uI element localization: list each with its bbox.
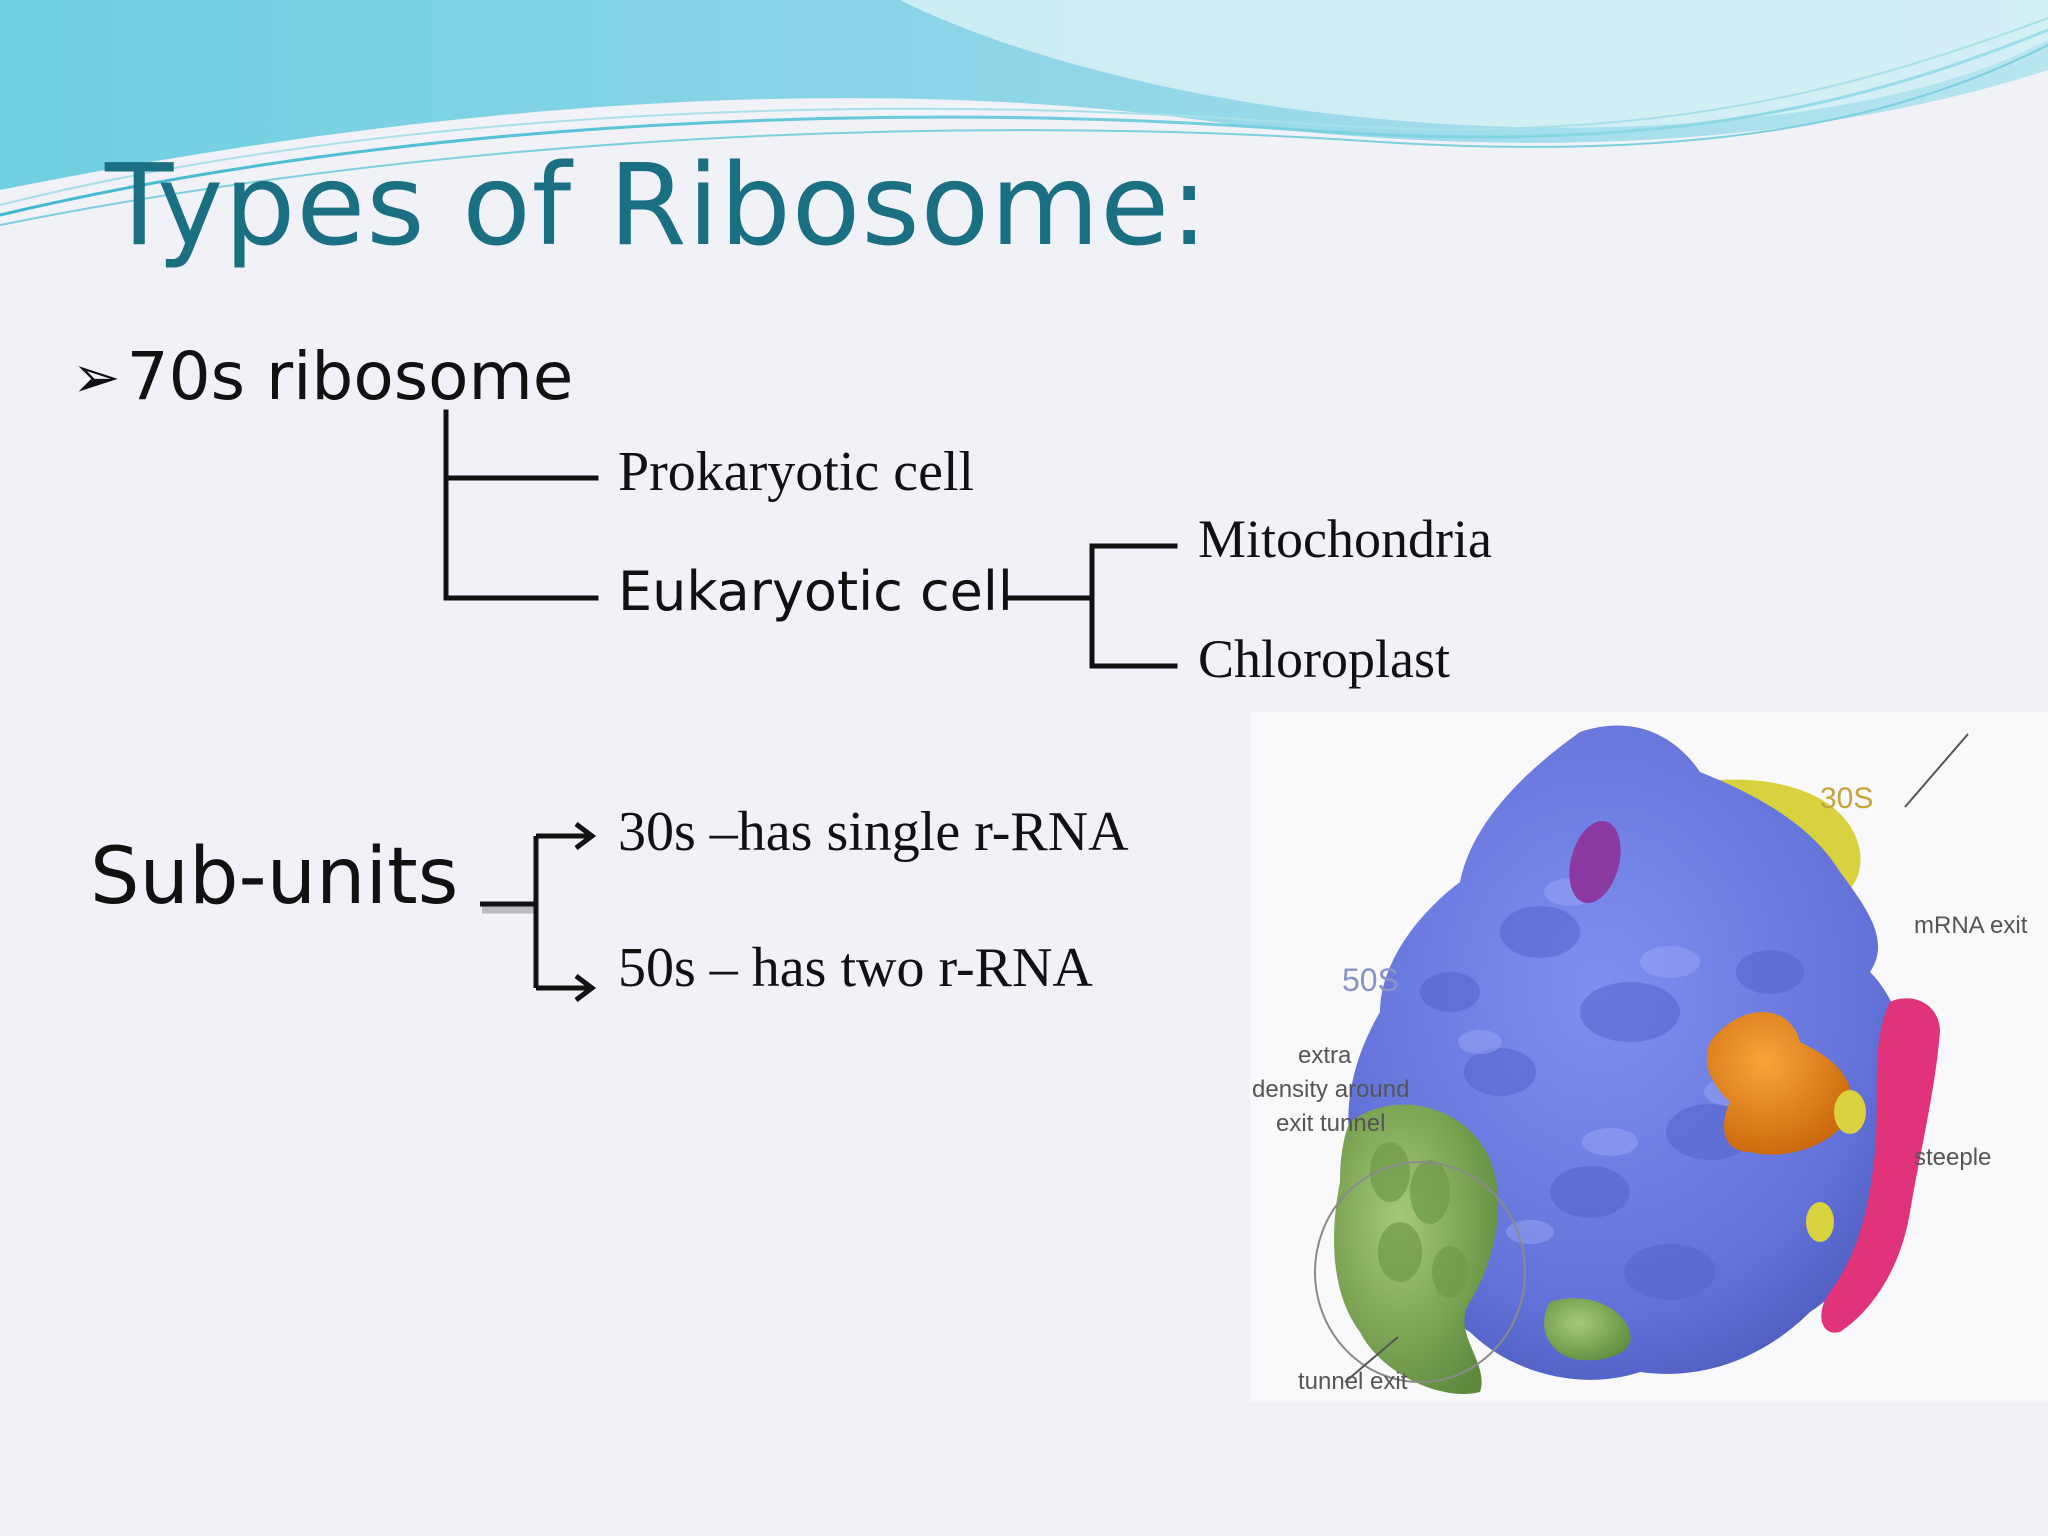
label-tunnel-exit: tunnel exit <box>1298 1368 1408 1395</box>
label-30s: 30S <box>1820 782 1874 815</box>
prokaryotic-cell-label: Prokaryotic cell <box>618 441 975 503</box>
label-steeple: steeple <box>1914 1144 1992 1171</box>
bullet-label: 70s ribosome <box>126 338 574 415</box>
label-mrna-exit: mRNA exit <box>1914 912 2028 939</box>
subunit-50s-label: 50s – has two r-RNA <box>618 937 1093 999</box>
slide-title: Types of Ribosome: <box>105 141 1209 271</box>
label-extra-2: density around <box>1252 1076 1410 1103</box>
bullet-70s-ribosome: ➢70s ribosome <box>72 338 573 415</box>
bullet-arrow-icon: ➢ <box>72 342 121 411</box>
label-extra-1: extra <box>1298 1042 1352 1069</box>
eukaryotic-cell-label: Eukaryotic cell <box>618 560 1013 623</box>
subunits-label: Sub-units <box>90 832 459 922</box>
subunit-30s-label: 30s –has single r-RNA <box>618 801 1129 863</box>
chloroplast-label: Chloroplast <box>1198 629 1450 689</box>
ribosome-figure: 30S 50S mRNA exit extra density around e… <box>1250 712 2048 1402</box>
label-extra-3: exit tunnel <box>1276 1110 1386 1137</box>
ribosome-illustration <box>1314 725 1969 1394</box>
mitochondria-label: Mitochondria <box>1198 509 1492 569</box>
header-wave-decoration <box>0 0 2048 226</box>
label-50s: 50S <box>1342 962 1399 998</box>
